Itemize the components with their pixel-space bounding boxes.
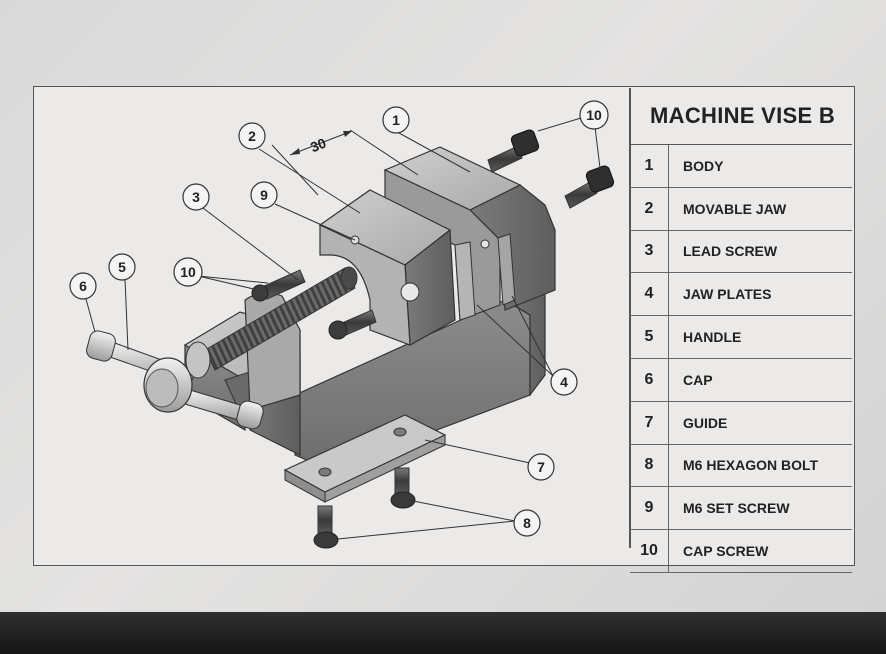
svg-text:2: 2 [248,128,256,144]
svg-text:7: 7 [537,459,545,475]
balloon-1: 1 [382,106,410,134]
parts-row: 9 M6 SET SCREW [630,487,852,531]
part-number: 9 [630,487,669,530]
part-number: 7 [630,401,669,444]
part-number: 5 [630,316,669,358]
part-name: GUIDE [683,414,728,431]
balloon-5: 5 [108,253,136,281]
balloon-10-left: 10 [173,257,203,287]
parts-list-title: MACHINE VISE B [630,88,852,145]
part-name: LEAD SCREW [683,243,778,260]
part-name: JAW PLATES [683,286,772,303]
part-number: 3 [630,230,669,273]
parts-row: 6 CAP [630,358,852,402]
part-name: BODY [683,157,724,174]
svg-text:8: 8 [523,515,531,531]
part-number: 10 [630,530,669,572]
parts-row: 5 HANDLE [630,316,852,359]
dimension-label: 30 [308,135,329,156]
leader-lines [85,117,601,540]
handle-assembly [86,330,264,430]
balloon-8: 8 [513,509,541,537]
svg-text:5: 5 [118,259,126,275]
part-number: 6 [630,358,669,401]
svg-text:6: 6 [79,278,87,294]
hex-bolts [313,467,416,549]
part-name: M6 HEXAGON BOLT [683,457,819,474]
parts-row: 4 JAW PLATES [630,273,852,317]
lead-screw [204,266,358,371]
parts-row: 3 LEAD SCREW [630,230,852,274]
part-name: CAP [683,371,713,388]
monitor-bezel [0,612,886,654]
svg-text:3: 3 [192,189,200,205]
balloon-10-right: 10 [579,100,609,130]
part-name: MOVABLE JAW [683,200,787,217]
part-name: M6 SET SCREW [683,500,790,517]
svg-text:4: 4 [560,374,568,390]
table-divider [629,88,631,548]
svg-text:1: 1 [392,112,400,128]
parts-row: 8 M6 HEXAGON BOLT [630,444,852,488]
part-number: 4 [630,273,669,316]
dimension-30: 30 [271,129,419,196]
balloon-3: 3 [182,183,210,211]
parts-row: 1 BODY [630,145,852,188]
part-name: CAP SCREW [683,543,769,560]
parts-list-table: MACHINE VISE B 1 BODY 2 MOVABLE JAW 3 LE… [630,88,852,573]
guide-plate [283,414,447,503]
part-number: 2 [630,187,669,230]
balloon-6: 6 [69,272,97,300]
part-number: 8 [630,444,669,487]
svg-text:10: 10 [180,264,196,280]
balloon-4: 4 [550,368,578,396]
parts-row: 2 MOVABLE JAW [630,187,852,231]
balloon-2: 2 [238,122,266,150]
svg-text:9: 9 [260,187,268,203]
parts-row: 7 GUIDE [630,401,852,445]
svg-text:10: 10 [586,107,602,123]
parts-row: 10 CAP SCREW [630,530,852,573]
part-name: HANDLE [683,329,742,346]
balloon-9: 9 [250,181,278,209]
balloon-7: 7 [527,453,555,481]
part-number: 1 [630,145,669,187]
top-cap-screws [487,129,615,209]
